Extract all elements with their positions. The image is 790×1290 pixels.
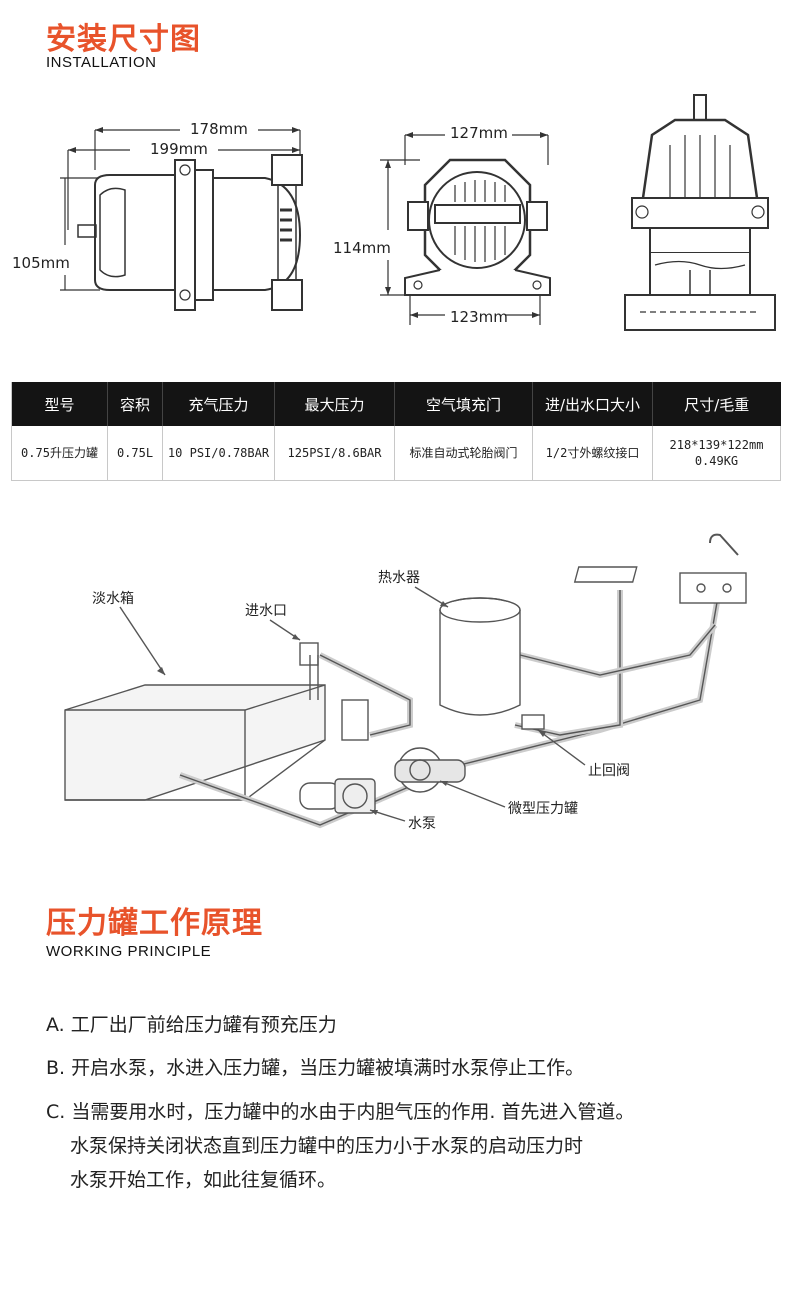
water-pump xyxy=(299,778,376,814)
cell-model: 0.75升压力罐 xyxy=(11,426,108,481)
inlet-box xyxy=(299,642,319,666)
principle-item-b: B. 开启水泵，水进入压力罐，当压力罐被填满时水泵停止工作。 xyxy=(46,1057,585,1079)
header-model: 型号 xyxy=(11,382,108,426)
plumbing-diagram: 淡水箱 进水口 热水器 止回阀 微型压力罐 水泵 xyxy=(64,533,747,832)
water-heater xyxy=(439,597,521,716)
dim-123: 123mm xyxy=(450,308,508,326)
header-size-weight: 尺寸/毛重 xyxy=(652,382,781,426)
front-view-drawing xyxy=(380,134,551,325)
faucet-plate-1 xyxy=(573,566,638,583)
principle-item-c: C. 当需要用水时，压力罐中的水由于内胆气压的作用. 首先进入管道。 水泵保持关… xyxy=(46,1098,634,1194)
label-fresh-tank: 淡水箱 xyxy=(92,591,134,607)
spec-table-header-row: 型号 容积 充气压力 最大压力 空气填充门 进/出水口大小 尺寸/毛重 xyxy=(11,382,781,426)
principle-item-a: A. 工厂出厂前给压力罐有预充压力 xyxy=(46,1014,337,1036)
cell-size: 218*139*122mm xyxy=(669,438,764,452)
dim-199: 199mm xyxy=(150,140,208,158)
dim-178: 178mm xyxy=(190,120,248,138)
principle-c-line3: 水泵开始工作，如此往复循环。 xyxy=(70,1169,337,1191)
principle-title: 压力罐工作原理 xyxy=(46,906,263,941)
cell-size-weight: 218*139*122mm 0.49KG xyxy=(652,426,781,481)
dim-127: 127mm xyxy=(450,124,508,142)
header-precharge: 充气压力 xyxy=(162,382,275,426)
cutaway-view-drawing xyxy=(624,94,776,331)
dim-105: 105mm xyxy=(12,254,70,272)
faucet-plate-2 xyxy=(679,572,747,604)
installation-title: 安装尺寸图 xyxy=(46,22,201,57)
mini-pressure-tank xyxy=(394,747,466,793)
table-row: 0.75升压力罐 0.75L 10 PSI/0.78BAR 125PSI/8.6… xyxy=(11,426,781,481)
dimension-drawings: 178mm 199mm 105mm 127mm 114mm 123mm xyxy=(12,94,776,331)
header-air-valve: 空气填充门 xyxy=(394,382,533,426)
header-max-pressure: 最大压力 xyxy=(274,382,395,426)
fresh-water-tank xyxy=(64,684,326,801)
principle-subtitle: WORKING PRINCIPLE xyxy=(46,943,212,960)
label-water-heater: 热水器 xyxy=(378,570,420,586)
principle-c-line2: 水泵保持关闭状态直到压力罐中的压力小于水泵的启动压力时 xyxy=(70,1135,584,1157)
check-valve xyxy=(521,714,545,730)
cell-volume: 0.75L xyxy=(107,426,163,481)
cell-port-size: 1/2寸外螺纹接口 xyxy=(532,426,653,481)
installation-subtitle: INSTALLATION xyxy=(46,54,157,71)
cell-precharge: 10 PSI/0.78BAR xyxy=(162,426,275,481)
label-check-valve: 止回阀 xyxy=(588,763,630,779)
cell-weight: 0.49KG xyxy=(694,454,739,468)
spec-table: 型号 容积 充气压力 最大压力 空气填充门 进/出水口大小 尺寸/毛重 0.75… xyxy=(11,382,781,481)
label-water-inlet: 进水口 xyxy=(245,603,287,619)
header-volume: 容积 xyxy=(107,382,163,426)
principle-c-line1: C. 当需要用水时，压力罐中的水由于内胆气压的作用. 首先进入管道。 xyxy=(46,1101,635,1123)
label-water-pump: 水泵 xyxy=(408,816,436,832)
side-view-drawing xyxy=(60,129,303,311)
dim-114: 114mm xyxy=(333,239,391,257)
cell-air-valve: 标准自动式轮胎阀门 xyxy=(394,426,533,481)
label-mini-tank: 微型压力罐 xyxy=(508,801,578,817)
cell-max-pressure: 125PSI/8.6BAR xyxy=(274,426,395,481)
header-port-size: 进/出水口大小 xyxy=(532,382,653,426)
